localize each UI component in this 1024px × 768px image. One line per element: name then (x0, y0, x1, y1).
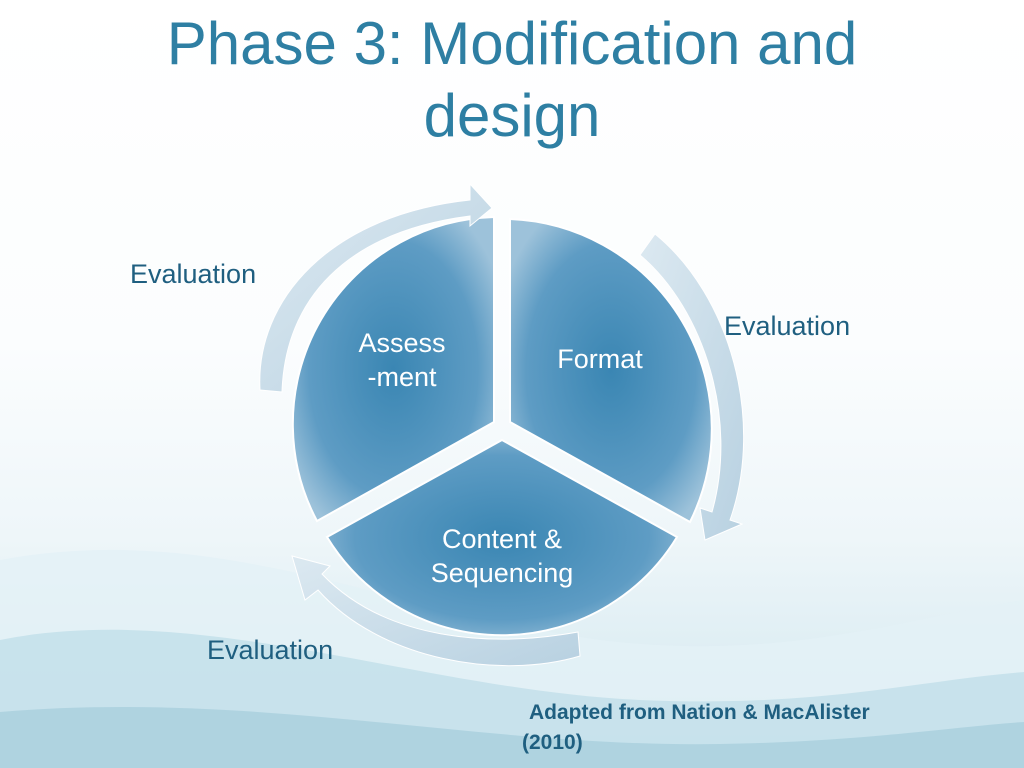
slide-title: Phase 3: Modification and design (0, 8, 1024, 152)
title-line-1: Phase 3: Modification and (166, 10, 858, 77)
evaluation-label-right: Evaluation (724, 311, 851, 341)
segment-assessment (291, 215, 495, 523)
label-assessment: Assess -ment (358, 328, 446, 392)
label-content-sequencing: Content & Sequencing (430, 524, 574, 588)
label-format: Format (557, 344, 643, 374)
segment-format (509, 217, 713, 524)
title-line-2: design (423, 82, 601, 149)
source-credit: Adapted from Nation & MacAlister (2010) (522, 698, 962, 758)
evaluation-arrow-right (639, 233, 745, 541)
evaluation-arrow-top (259, 182, 493, 393)
evaluation-label-top-left: Evaluation (130, 259, 257, 289)
credit-line-2: (2010) (522, 731, 583, 754)
evaluation-label-bottom: Evaluation (207, 635, 334, 665)
segment-content-sequencing (325, 438, 679, 637)
evaluation-arrow-bottom (291, 555, 581, 667)
credit-line-1: Adapted from Nation & MacAlister (529, 701, 870, 724)
